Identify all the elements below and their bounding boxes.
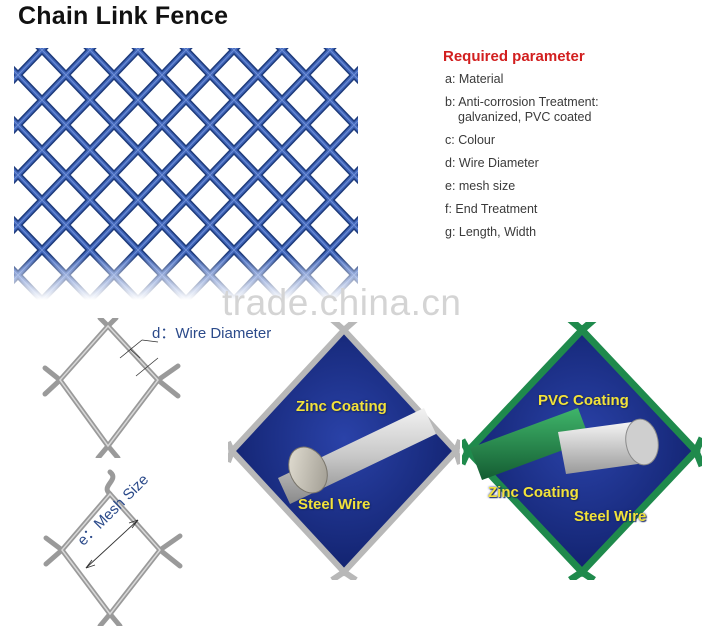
mesh-size-diagram [43,469,183,626]
pvc-coating-callout: PVC Coating [538,392,629,409]
pvc-zinc-coating-callout: Zinc Coating [488,484,579,501]
pvc-coating-panel [462,322,702,580]
parameters-heading: Required parameter [443,48,585,65]
param-wire-diameter: d: Wire Diameter [445,156,539,170]
steel-wire-callout: Steel Wire [298,496,371,513]
pvc-steel-wire-callout: Steel Wire [574,508,647,525]
param-anti-corrosion: b: Anti-corrosion Treatment:galvanized, … [445,95,599,124]
blue-mesh-image [14,48,358,300]
watermark: trade.china.cn [222,282,462,323]
param-end-treatment: f: End Treatment [445,202,538,216]
parameters-list: Required parameter a: Material b: Anti-c… [443,48,705,248]
param-colour: c: Colour [445,133,496,147]
zinc-coating-callout: Zinc Coating [296,398,387,415]
param-mesh-size: e: mesh size [445,179,516,193]
wire-diameter-label: d：Wire Diameter [152,325,272,342]
page-title: Chain Link Fence [18,2,229,30]
param-material: a: Material [445,72,504,86]
param-length-width: g: Length, Width [445,225,537,239]
zinc-coating-panel [228,322,460,580]
wire-diameter-diagram [42,318,181,458]
